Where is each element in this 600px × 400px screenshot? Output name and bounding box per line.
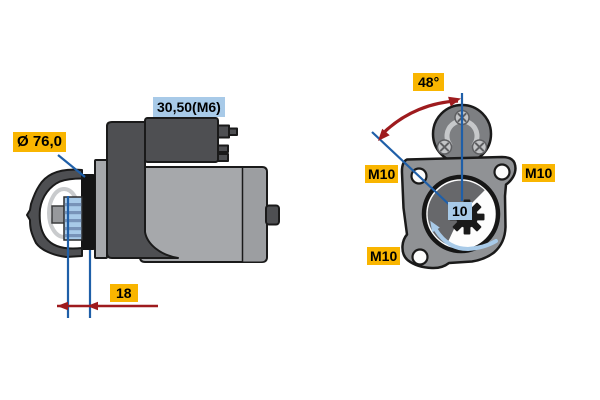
- label-mounting-angle: 48°: [413, 73, 445, 91]
- motor-end-cap: [243, 168, 266, 262]
- leader-line-diameter: [57, 154, 86, 178]
- bolt-hole: [493, 163, 511, 181]
- label-pinion-tooth-count: 10: [448, 202, 472, 220]
- drive-bracket: [26, 168, 83, 258]
- dimension-line-18: [57, 301, 158, 311]
- flange-ring-rear: [94, 159, 108, 259]
- angle-arc-arrow-icon: [378, 96, 461, 141]
- solenoid: [144, 117, 219, 163]
- label-pinion-projection: 18: [110, 284, 138, 302]
- solenoid-terminal-lower-a: [217, 144, 229, 153]
- flange-ring-front: [81, 174, 95, 250]
- label-mounting-diameter: Ø 76,0: [13, 132, 67, 152]
- solenoid-terminal-tip: [228, 127, 238, 136]
- drive-end-housing: [106, 121, 179, 259]
- screw-icon: [471, 139, 488, 155]
- label-bolt-size-top-right: M10: [522, 164, 556, 182]
- label-bolt-size-top-left: M10: [365, 165, 399, 183]
- label-solenoid-dimension: 30,50(M6): [153, 97, 225, 117]
- solenoid-terminal-lower-b: [217, 153, 229, 162]
- dimension-arrow-icon: [87, 301, 98, 311]
- rear-stub: [265, 204, 280, 226]
- screw-icon: [436, 139, 453, 155]
- reference-line-diagonal: [371, 131, 456, 211]
- dimension-arrow-icon: [57, 301, 68, 311]
- label-bolt-size-bottom: M10: [367, 247, 401, 265]
- bolt-hole: [411, 248, 429, 266]
- rotation-arrow-icon: [430, 220, 498, 252]
- solenoid-terminal-pin: [217, 124, 230, 139]
- side-view: [26, 117, 280, 318]
- pinion-gear-side: [63, 196, 83, 241]
